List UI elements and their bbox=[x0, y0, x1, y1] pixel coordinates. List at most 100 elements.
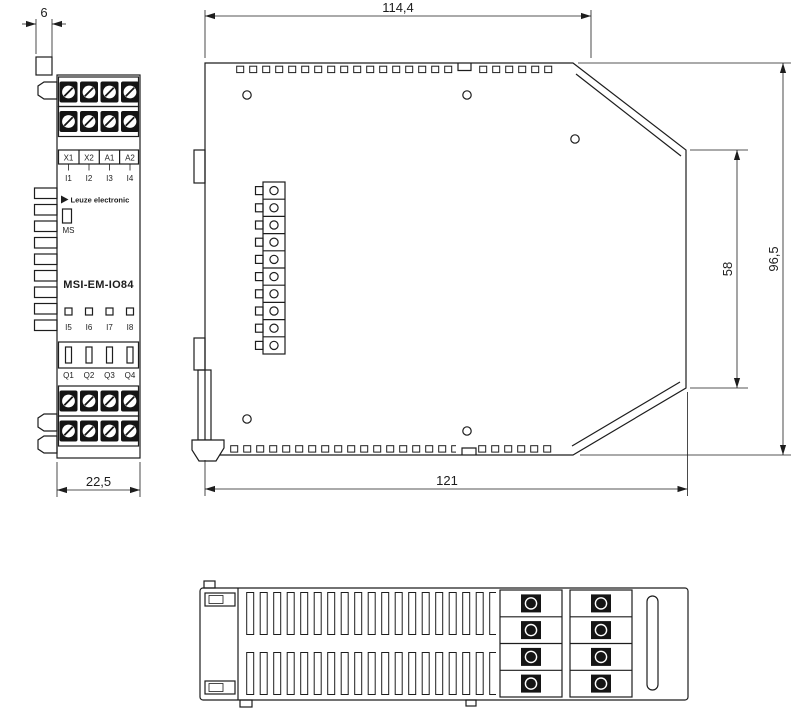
led-icon bbox=[105, 307, 114, 316]
dim-label-96-5: 96,5 bbox=[766, 246, 781, 271]
input-label: I1 bbox=[65, 174, 72, 183]
top-mounting-tab bbox=[35, 56, 53, 76]
side-expansion-comb bbox=[33, 187, 58, 332]
terminal-label: A1 bbox=[105, 154, 115, 163]
dimension-housing-bottom-width: 121 bbox=[204, 392, 688, 496]
output-slot-icon bbox=[105, 346, 114, 364]
output-slot-icon bbox=[85, 346, 93, 364]
input-led-row-bottom: I5 I6 I7 I8 bbox=[64, 307, 135, 332]
screw-terminal-icon bbox=[590, 647, 612, 667]
screw-terminal-icon bbox=[520, 673, 542, 694]
screw-terminal-icon bbox=[120, 389, 140, 413]
screw-terminal-icon bbox=[79, 389, 99, 413]
screw-terminal-icon bbox=[58, 110, 79, 133]
dim-label-22-5: 22,5 bbox=[86, 474, 111, 489]
left-hook-bottom-2 bbox=[37, 435, 58, 454]
screw-hole bbox=[570, 134, 580, 144]
screw-terminal-icon bbox=[58, 389, 79, 413]
input-label: I5 bbox=[65, 323, 72, 332]
dim-label-6: 6 bbox=[40, 5, 47, 20]
screw-hole bbox=[462, 426, 472, 436]
screw-terminal-icon bbox=[590, 673, 612, 694]
left-hook-bottom-1 bbox=[37, 413, 58, 432]
left-hook-top bbox=[37, 81, 58, 100]
dim-label-58: 58 bbox=[720, 262, 735, 276]
terminal-label: X1 bbox=[64, 154, 74, 163]
vent-slots-bottom bbox=[230, 445, 456, 453]
led-icon bbox=[84, 307, 94, 316]
screw-hole bbox=[242, 90, 252, 100]
output-row: Q1 Q2 Q3 Q4 bbox=[57, 341, 140, 380]
screw-terminal-icon bbox=[120, 80, 140, 104]
bottom-tab bbox=[239, 699, 253, 708]
dimension-total-height: 96,5 bbox=[578, 62, 791, 456]
output-label: Q1 bbox=[63, 371, 74, 380]
screw-terminal-icon bbox=[520, 593, 542, 614]
screw-terminal-icon bbox=[99, 110, 120, 133]
screw-terminal-icon bbox=[79, 110, 99, 133]
ms-led-label: MS bbox=[63, 226, 75, 235]
screw-terminal-icon bbox=[58, 80, 79, 104]
ms-led-icon bbox=[61, 208, 73, 224]
terminal-label: X2 bbox=[84, 154, 94, 163]
side-slot bbox=[646, 595, 659, 691]
screw-hole bbox=[242, 414, 252, 424]
screw-terminal-icon bbox=[520, 620, 542, 640]
dimension-terminal-face-height: 58 bbox=[690, 149, 748, 389]
screw-terminal-icon bbox=[590, 593, 612, 614]
terminal-block-b bbox=[569, 589, 633, 698]
dim-label-114-4: 114,4 bbox=[382, 0, 414, 15]
dimension-housing-top-width: 114,4 bbox=[204, 0, 592, 58]
led-icon bbox=[125, 307, 135, 316]
output-label: Q3 bbox=[104, 371, 115, 380]
screw-terminal-icon bbox=[99, 389, 120, 413]
input-label: I3 bbox=[106, 174, 113, 183]
top-view bbox=[199, 580, 689, 708]
terminal-block-a bbox=[499, 589, 563, 698]
screw-terminal-icon bbox=[120, 419, 140, 443]
output-label: Q2 bbox=[84, 371, 95, 380]
side-view bbox=[191, 62, 687, 462]
expansion-connector-column bbox=[254, 181, 286, 355]
dimension-front-width: 22,5 bbox=[56, 462, 141, 497]
din-rail-clips bbox=[191, 149, 225, 462]
terminal-block-bottom bbox=[57, 385, 140, 447]
input-label: I7 bbox=[106, 323, 113, 332]
terminal-label-row-top: X1 X2 A1 A2 I1 I2 I3 I4 bbox=[57, 149, 140, 183]
dim-label-121: 121 bbox=[436, 473, 458, 488]
vent-fins-lower bbox=[246, 652, 496, 695]
brand-text: Leuze electronic bbox=[71, 196, 130, 205]
side-housing-outline bbox=[204, 62, 687, 456]
output-label: Q4 bbox=[125, 371, 136, 380]
terminal-block-top bbox=[57, 76, 140, 138]
screw-terminal-icon bbox=[58, 419, 79, 443]
bottom-tab bbox=[465, 699, 477, 707]
led-icon bbox=[64, 307, 73, 316]
output-slot-icon bbox=[126, 346, 134, 364]
input-label: I8 bbox=[127, 323, 134, 332]
dimension-tab-width: 6 bbox=[22, 5, 66, 70]
leuze-logo-icon bbox=[61, 195, 69, 204]
screw-terminal-icon bbox=[99, 80, 120, 104]
vent-slots-top bbox=[236, 65, 454, 74]
screw-terminal-icon bbox=[79, 80, 99, 104]
top-tab bbox=[203, 580, 216, 589]
front-view: X1 X2 A1 A2 I1 I2 I3 I4 Leuze electronic… bbox=[33, 56, 141, 459]
screw-terminal-icon bbox=[520, 647, 542, 667]
vent-slots-bottom-right bbox=[478, 445, 554, 453]
screw-hole bbox=[462, 90, 472, 100]
output-slot-icon bbox=[64, 346, 73, 364]
input-label: I2 bbox=[86, 174, 93, 183]
brand-block: Leuze electronic MS bbox=[61, 195, 130, 235]
input-label: I4 bbox=[127, 174, 134, 183]
model-name: MSI-EM-IO84 bbox=[63, 279, 134, 291]
vent-slots-top-right bbox=[479, 65, 557, 74]
screw-terminal-icon bbox=[120, 110, 140, 133]
input-label: I6 bbox=[86, 323, 93, 332]
screw-terminal-icon bbox=[590, 620, 612, 640]
terminal-label: A2 bbox=[125, 154, 135, 163]
screw-terminal-icon bbox=[79, 419, 99, 443]
screw-terminal-icon bbox=[99, 419, 120, 443]
front-housing-outline bbox=[56, 74, 141, 459]
